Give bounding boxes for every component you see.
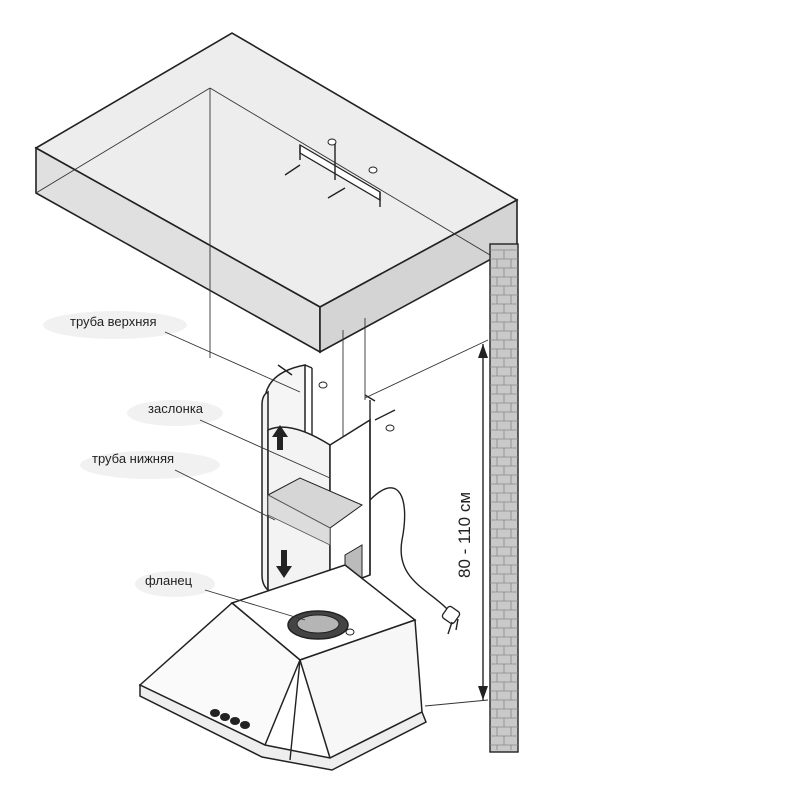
arrow-up-icon	[272, 425, 288, 450]
control-buttons	[210, 709, 250, 729]
arrow-down-icon	[276, 550, 292, 578]
ceiling-block	[34, 32, 519, 358]
brick-wall	[489, 243, 519, 753]
hood-body	[138, 564, 427, 771]
dimension-label: 80 - 110 см	[455, 492, 474, 578]
label-lower-pipe: труба нижняя	[92, 451, 174, 466]
flange-ring	[287, 610, 349, 640]
label-flange: фланец	[145, 573, 193, 588]
height-dimension: 80 - 110 см	[364, 339, 489, 707]
label-upper-pipe: труба верхняя	[70, 314, 157, 329]
lower-pipe-shape	[261, 390, 269, 592]
label-damper: заслонка	[148, 401, 204, 416]
power-cord	[369, 487, 461, 635]
plug-icon	[441, 605, 461, 635]
chimney-pipes	[261, 364, 396, 596]
callouts: труба верхняя заслонка труба нижняя флан…	[43, 311, 331, 621]
hood-bottom-rim	[139, 683, 427, 771]
bracket-icon	[284, 138, 381, 207]
